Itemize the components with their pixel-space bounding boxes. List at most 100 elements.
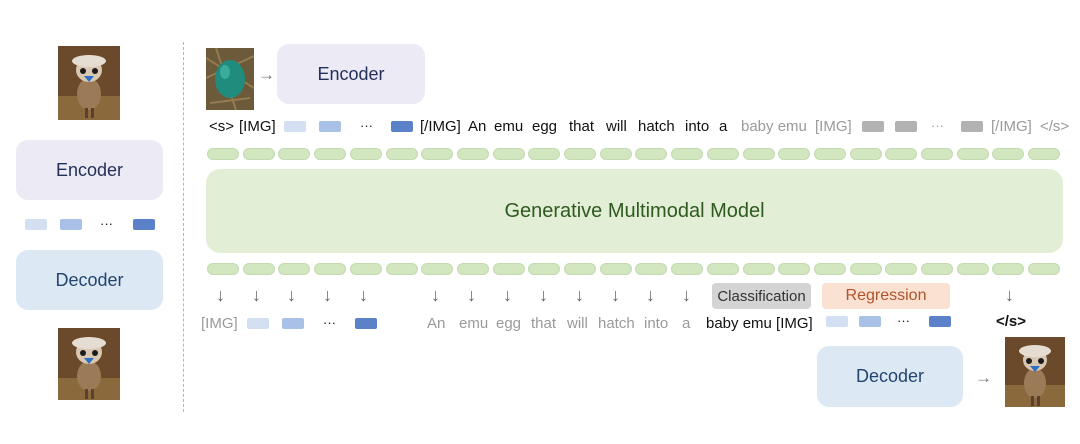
embedding-pill	[778, 263, 810, 275]
down-arrow: ↓	[646, 285, 655, 305]
embedding-pill	[1028, 148, 1060, 160]
embedding-pill	[957, 148, 989, 160]
bottom-caption-word: a	[682, 315, 691, 332]
left-token-dark	[133, 219, 155, 230]
bottom-decoder-box: Decoder	[817, 346, 963, 407]
embedding-pill	[600, 148, 632, 160]
down-arrow: ↓	[252, 285, 261, 305]
embedding-pill	[564, 148, 596, 160]
top-token-mid	[319, 121, 341, 132]
top-token-img-close: [/IMG]	[420, 118, 461, 135]
top-token-img-open: [IMG]	[239, 118, 276, 135]
embedding-pill	[350, 263, 382, 275]
bottom-token-ellipsis-2: ···	[897, 313, 910, 328]
embedding-pill	[314, 148, 346, 160]
generative-multimodal-model: Generative Multimodal Model	[206, 169, 1063, 253]
bottom-caption-word: emu	[459, 315, 489, 332]
embedding-pill	[885, 148, 917, 160]
embedding-pill	[278, 148, 310, 160]
classification-tag: Classification	[712, 283, 811, 309]
embedding-pill	[207, 263, 239, 275]
embedding-pill	[421, 263, 453, 275]
embedding-pill	[885, 263, 917, 275]
embedding-pill	[243, 148, 275, 160]
bottom-token-baby-emu-img: baby emu [IMG]	[706, 315, 813, 332]
down-arrow: ↓	[431, 285, 440, 305]
egg-to-encoder-arrow: →	[258, 65, 275, 84]
down-arrow: ↓	[323, 285, 332, 305]
bottom-token-light	[826, 316, 848, 327]
top-caption-word: egg	[532, 118, 558, 135]
down-arrow: ↓	[539, 285, 548, 305]
classification-label: Classification	[717, 287, 806, 305]
left-decoder-label: Decoder	[55, 269, 124, 290]
embedding-pill	[707, 148, 739, 160]
regression-label: Regression	[845, 287, 927, 304]
embedding-pill	[814, 263, 846, 275]
top-caption-word: into	[685, 118, 710, 135]
embedding-pill	[386, 148, 418, 160]
top-caption-word: hatch	[638, 118, 675, 135]
embedding-pill	[850, 263, 882, 275]
decoder-to-image-arrow: →	[975, 368, 992, 387]
top-token-gray	[961, 121, 983, 132]
top-encoder-label: Encoder	[317, 63, 385, 84]
embedding-pill	[314, 263, 346, 275]
top-token-gray	[862, 121, 884, 132]
embedding-pill	[778, 148, 810, 160]
regression-tag: Regression	[822, 283, 950, 309]
embedding-pill	[528, 263, 560, 275]
embedding-pill	[493, 148, 525, 160]
down-arrow: ↓	[503, 285, 512, 305]
bottom-token-img-open: [IMG]	[201, 315, 238, 332]
bottom-token-dark	[355, 318, 377, 329]
top-token-ellipsis: ···	[360, 118, 373, 133]
left-decoder-box: Decoder	[16, 250, 163, 310]
left-token-ellipsis: ···	[100, 216, 113, 231]
down-arrow: ↓	[575, 285, 584, 305]
top-caption-word: that	[569, 118, 595, 135]
top-caption-word: emu	[494, 118, 524, 135]
embedding-pill	[457, 148, 489, 160]
top-token-light	[284, 121, 306, 132]
top-caption-word: An	[468, 118, 487, 135]
embedding-pill	[814, 148, 846, 160]
top-token-img-close-gray: [/IMG]	[991, 118, 1032, 135]
embedding-pill	[421, 148, 453, 160]
embedding-pill	[671, 148, 703, 160]
embedding-pill	[743, 263, 775, 275]
model-label: Generative Multimodal Model	[504, 199, 765, 222]
bottom-caption-word: into	[644, 315, 669, 332]
embedding-pill	[1028, 263, 1060, 275]
emu-chick-image-top-left	[58, 46, 120, 120]
embedding-pill	[386, 263, 418, 275]
bottom-caption-word: An	[427, 315, 446, 332]
embedding-pill	[457, 263, 489, 275]
left-encoder-box: Encoder	[16, 140, 163, 200]
bottom-caption-word: that	[531, 315, 557, 332]
embedding-pill	[671, 263, 703, 275]
bottom-token-s-close: </s>	[996, 313, 1027, 330]
bottom-decoder-label: Decoder	[855, 366, 925, 386]
bottom-caption-word: hatch	[598, 315, 635, 332]
embedding-pill	[921, 263, 953, 275]
down-arrow: ↓	[359, 285, 368, 305]
top-caption-word: a	[719, 118, 728, 135]
embedding-pill	[600, 263, 632, 275]
embedding-pill	[635, 263, 667, 275]
embedding-pill	[707, 263, 739, 275]
bottom-token-mid	[859, 316, 881, 327]
embedding-pill	[207, 148, 239, 160]
embedding-pill	[992, 263, 1024, 275]
top-encoder-box: Encoder	[277, 44, 425, 104]
bottom-caption-word: will	[567, 315, 588, 332]
embedding-pill	[350, 148, 382, 160]
down-arrow: ↓	[467, 285, 476, 305]
left-token-light	[25, 219, 47, 230]
embedding-pill	[528, 148, 560, 160]
top-token-dark	[391, 121, 413, 132]
top-token-ellipsis-gray: ···	[931, 118, 944, 133]
down-arrow: ↓	[216, 285, 225, 305]
left-encoder-label: Encoder	[55, 159, 124, 180]
bottom-token-ellipsis: ···	[323, 315, 336, 330]
